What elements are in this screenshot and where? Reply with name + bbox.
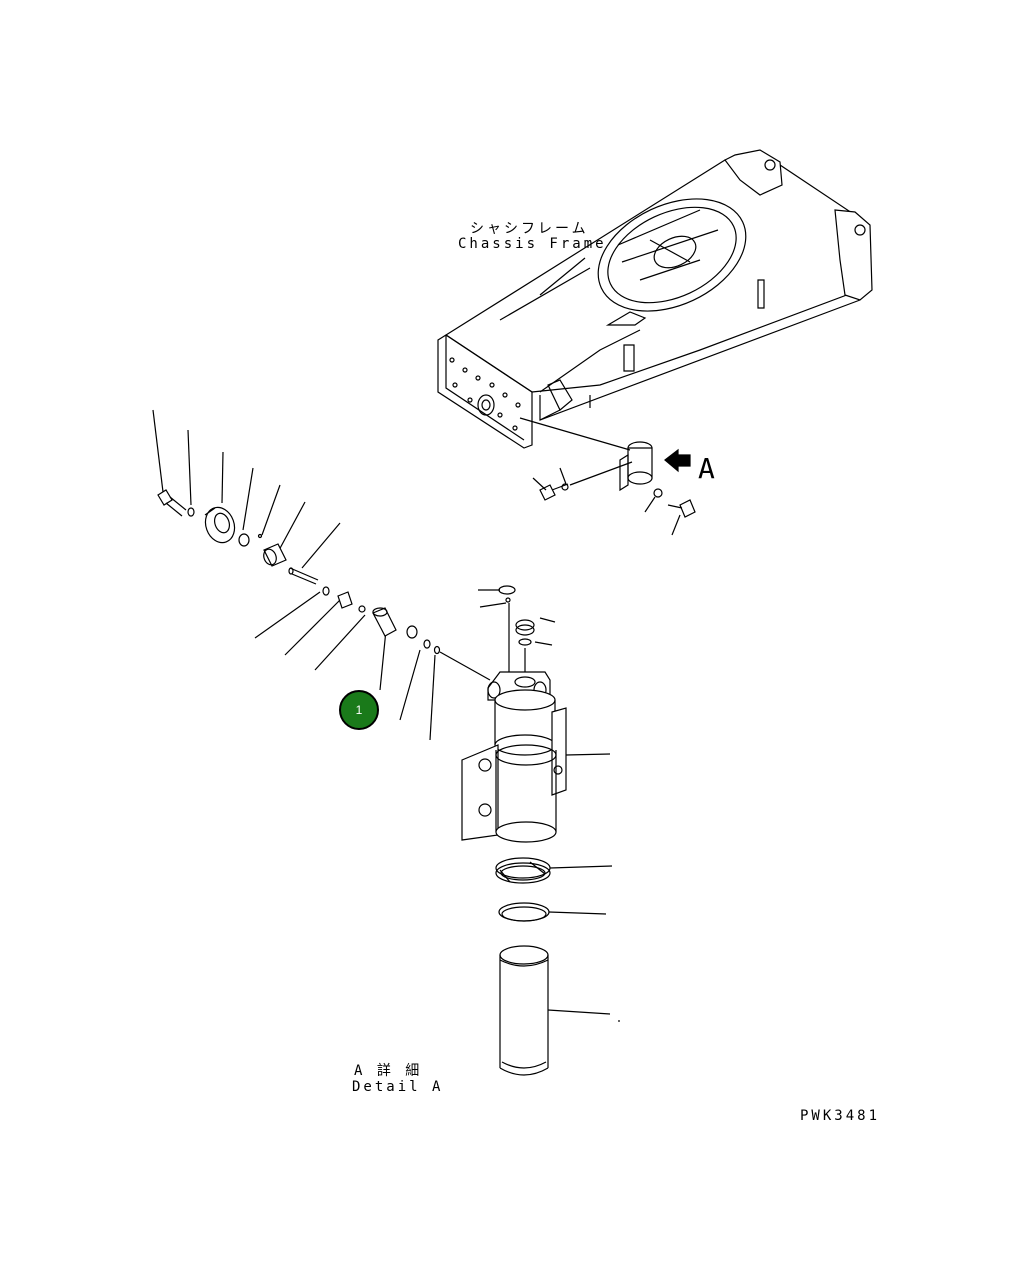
detail-a-label-jp: A 詳 細 — [354, 1063, 423, 1079]
seal-rings — [496, 858, 612, 921]
chassis-frame-leader — [540, 258, 585, 295]
chassis-frame-label-en: Chassis Frame — [458, 236, 607, 252]
piston-rod — [500, 946, 620, 1075]
part-callout-1[interactable]: 1 — [339, 690, 379, 730]
detail-a-exploded-parts — [153, 410, 490, 740]
cylinder-assembly-small — [520, 418, 652, 490]
part-callout-number: 1 — [355, 703, 363, 717]
detail-a-label-en: Detail A — [352, 1079, 444, 1095]
view-a-letter: A — [698, 452, 715, 485]
frame-bolts — [533, 468, 695, 535]
cylinder-body — [462, 586, 610, 842]
drawing-number: PWK3481 — [800, 1108, 881, 1124]
chassis-frame — [438, 150, 872, 448]
view-arrow — [665, 450, 690, 471]
chassis-frame-label-jp: シャシフレーム — [470, 221, 589, 237]
